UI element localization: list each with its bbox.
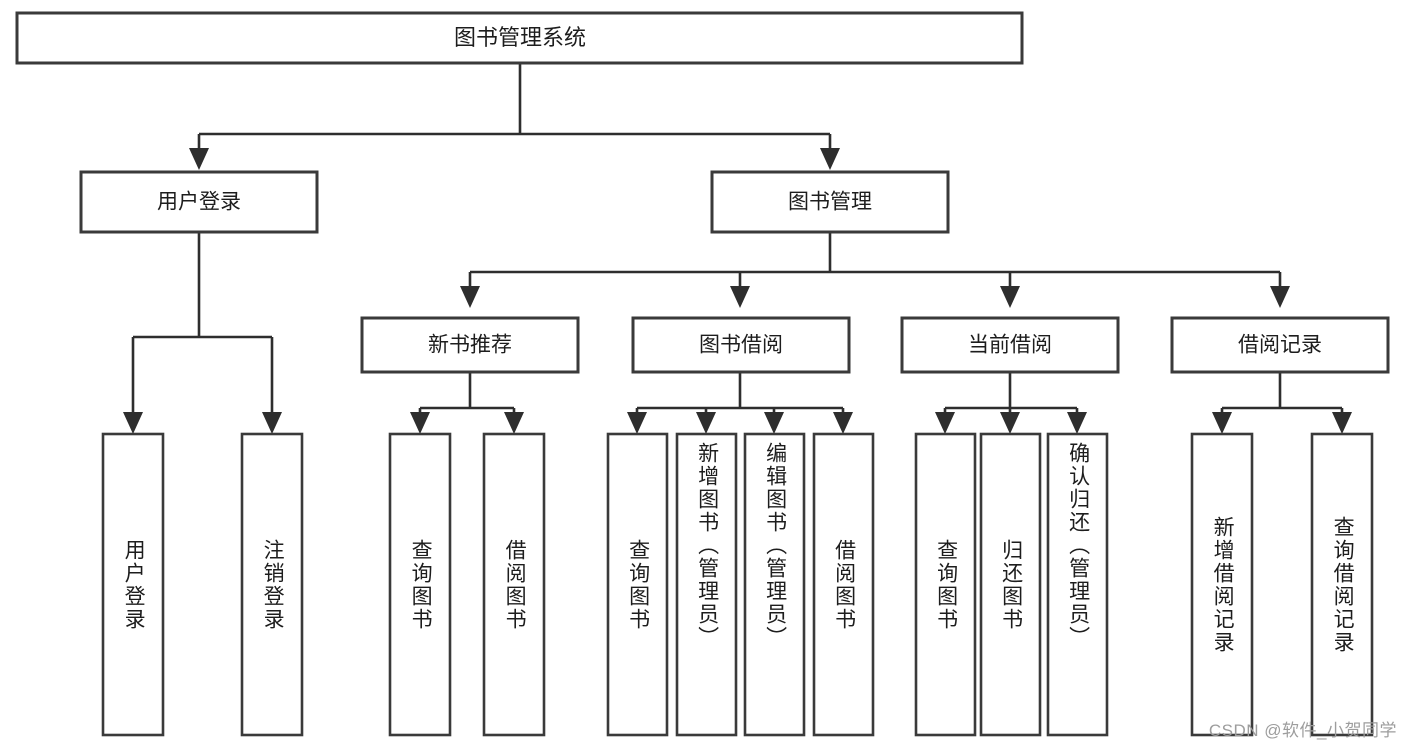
connector-new-book-to-leaves <box>410 372 524 434</box>
arrow-head-icon <box>123 412 143 434</box>
arrow-head-icon <box>833 412 853 434</box>
leaf-box-borrow-book-1[interactable] <box>482 432 546 737</box>
leaf-box-query-book-1[interactable] <box>388 432 452 737</box>
arrow-head-icon <box>1067 412 1087 434</box>
leaf-box-query-borrow-record[interactable] <box>1310 432 1374 737</box>
arrow-head-icon <box>935 412 955 434</box>
connector-user-login-to-leaves <box>123 233 282 434</box>
arrow-head-icon <box>764 412 784 434</box>
node-user-login[interactable]: 用户登录 <box>79 170 319 234</box>
arrow-head-icon <box>1270 286 1290 308</box>
arrow-head-icon <box>504 412 524 434</box>
leaf-box-return-book[interactable] <box>979 432 1042 737</box>
leaf-box-add-borrow-record[interactable] <box>1190 432 1254 737</box>
node-new-book-recommend-label: 新书推荐 <box>428 334 512 357</box>
node-root-label: 图书管理系统 <box>454 25 586 50</box>
node-book-borrow[interactable]: 图书借阅 <box>631 316 851 374</box>
arrow-head-icon <box>1332 412 1352 434</box>
arrow-head-icon <box>696 412 716 434</box>
leaf-box-borrow-book-2[interactable] <box>812 432 875 737</box>
connector-borrow-record-to-leaves <box>1212 372 1352 434</box>
arrow-head-icon <box>410 412 430 434</box>
arrow-head-icon <box>262 412 282 434</box>
leaf-box-add-book-admin[interactable] <box>675 432 738 737</box>
arrow-head-icon <box>1000 286 1020 308</box>
connector-book-borrow-to-leaves <box>627 372 853 434</box>
node-borrow-record-label: 借阅记录 <box>1238 334 1322 357</box>
leaf-box-user-login[interactable] <box>101 432 165 737</box>
arrow-head-icon <box>730 286 750 308</box>
node-current-borrow-label: 当前借阅 <box>968 334 1052 357</box>
arrow-head-icon <box>460 286 480 308</box>
connector-level2-to-level3 <box>460 233 1290 308</box>
arrow-head-icon <box>627 412 647 434</box>
leaf-box-edit-book-admin[interactable] <box>743 432 806 737</box>
connector-current-borrow-to-leaves <box>935 372 1087 434</box>
node-user-login-label: 用户登录 <box>157 191 241 214</box>
node-new-book-recommend[interactable]: 新书推荐 <box>360 316 580 374</box>
node-borrow-record[interactable]: 借阅记录 <box>1170 316 1390 374</box>
connector-root-to-level2 <box>189 64 840 170</box>
leaf-box-logout-login[interactable] <box>240 432 304 737</box>
node-book-borrow-label: 图书借阅 <box>699 334 783 357</box>
node-root-system[interactable]: 图书管理系统 <box>15 11 1024 65</box>
watermark-text: CSDN @软件_小贺同学 <box>1208 721 1397 740</box>
node-current-borrow[interactable]: 当前借阅 <box>900 316 1120 374</box>
arrow-head-icon <box>1000 412 1020 434</box>
arrow-head-icon <box>189 148 209 170</box>
leaf-box-query-book-2[interactable] <box>606 432 669 737</box>
leaf-box-query-book-3[interactable] <box>914 432 977 737</box>
arrow-head-icon <box>820 148 840 170</box>
node-book-management-label: 图书管理 <box>788 191 872 214</box>
arrow-head-icon <box>1212 412 1232 434</box>
leaf-box-confirm-return-admin[interactable] <box>1046 432 1109 737</box>
node-book-management[interactable]: 图书管理 <box>710 170 950 234</box>
